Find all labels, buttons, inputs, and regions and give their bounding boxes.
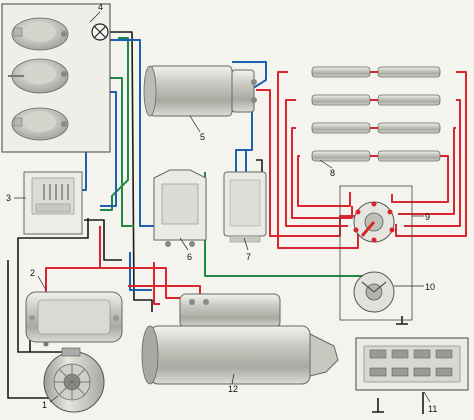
spark-plug-row-3 [311,122,441,134]
starter-motor [141,293,339,385]
label-10: 10 [425,282,435,292]
ignition-coil [143,65,257,117]
fuse-box [355,337,469,391]
switch-module [153,169,207,247]
leader-lines [14,11,431,403]
label-3: 3 [6,193,11,203]
label-5: 5 [200,132,205,142]
label-9: 9 [425,212,430,222]
spark-plug-row-1 [311,66,441,78]
label-11: 11 [428,404,437,414]
label-1: 1 [42,400,47,410]
label-8: 8 [330,168,335,178]
voltage-regulator [25,291,123,347]
distributor-frame [339,185,413,321]
gauge-bottom [11,107,69,141]
distributor-base [353,271,395,313]
label-2: 2 [30,268,35,278]
label-6: 6 [187,252,192,262]
relay-block [23,171,83,235]
spark-plugs [311,66,441,162]
sensor-module [223,171,267,243]
callout-labels: 1 2 3 4 5 6 7 8 9 10 11 12 [6,2,437,414]
black-wires [7,7,424,414]
spark-plug-row-4 [311,150,441,162]
gauge-middle [8,58,69,94]
warning-lamp-icon [91,23,109,41]
label-4: 4 [98,2,103,12]
label-12: 12 [228,384,238,394]
instrument-panel [1,3,111,153]
alternator [43,347,105,413]
spark-plug-row-2 [311,94,441,106]
distributor-cap [353,201,395,243]
label-7: 7 [246,252,251,262]
gauge-top [11,17,69,51]
red-wires [45,71,467,305]
